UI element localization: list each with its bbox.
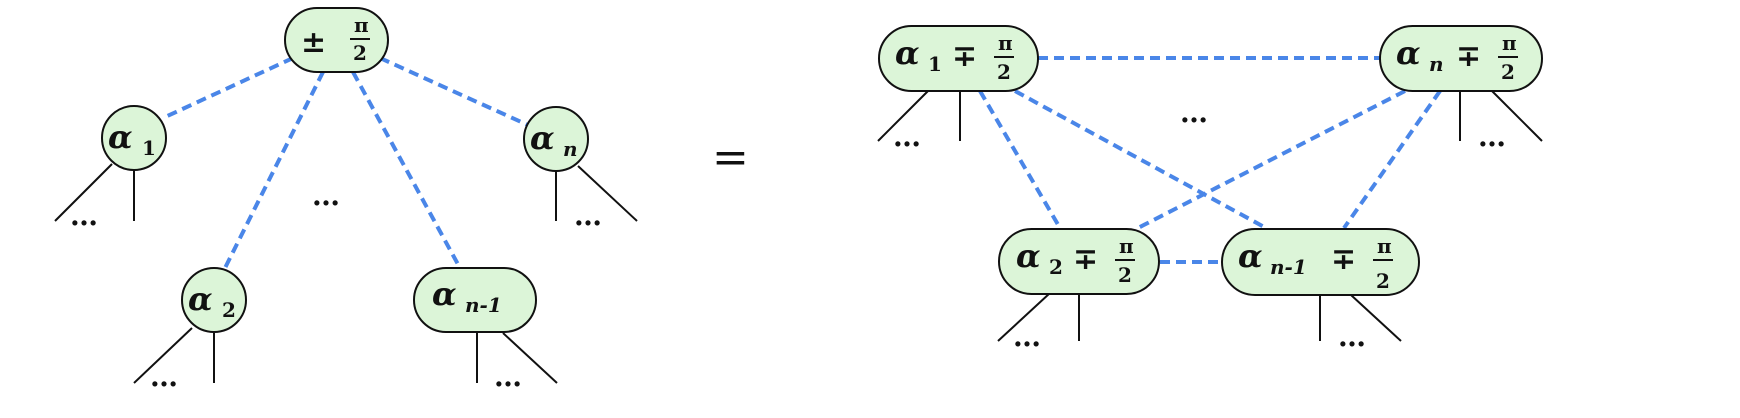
node-alpha-n-minus-1-greek: α	[432, 275, 457, 313]
edge-root-alphan1	[351, 71, 462, 269]
node-alpha-1-sub: 1	[142, 136, 156, 160]
root-numerator: π	[354, 13, 369, 37]
root-node: ± π 2	[284, 7, 389, 73]
node-alpha-1-mp-numerator: π	[998, 31, 1013, 55]
equals-sign: =	[712, 132, 749, 183]
node-alpha-2-mp-sign: ∓	[1073, 242, 1098, 277]
leaf-ellipsis-alpha-n-mp: …	[1478, 120, 1506, 153]
right-graph: α 1 ∓ π 2 α n ∓ π 2 α 2 ∓ π 2	[877, 25, 1543, 353]
node-alpha-n-minus-1: α n-1	[413, 267, 537, 333]
node-alpha-1-mp-sign: ∓	[952, 39, 977, 74]
leaf-stub-line	[1350, 294, 1402, 342]
left-tree-ellipsis: …	[312, 179, 340, 212]
node-alpha-n-minus-1-mp-sign: ∓	[1331, 242, 1356, 277]
node-alpha-2-mp-greek: α	[1016, 237, 1041, 275]
right-graph-ellipsis: …	[1180, 96, 1208, 129]
node-alpha-n-mp-denominator: 2	[1501, 60, 1515, 84]
leaf-stub-line	[1491, 90, 1543, 142]
right-graph-edges	[978, 56, 1442, 264]
edge-a1-a2	[978, 89, 1062, 230]
node-alpha-2-greek: α	[188, 280, 213, 318]
node-alpha-n: α n	[523, 106, 589, 172]
leaf-ellipsis-alpha-1: …	[70, 199, 98, 232]
node-alpha-n-minus-1-mp: α n-1 ∓ π 2	[1221, 228, 1420, 296]
node-alpha-2: α 2	[181, 267, 247, 333]
leaf-ellipsis-alpha-2: …	[150, 360, 178, 393]
leaf-stub-line	[577, 165, 638, 222]
left-tree-edges	[162, 56, 531, 269]
node-alpha-1-mp-denominator: 2	[997, 60, 1011, 84]
leaf-stub-line	[54, 163, 113, 222]
node-alpha-n-mp-numerator: π	[1502, 31, 1517, 55]
node-alpha-n-minus-1-mp-numerator: π	[1377, 234, 1392, 258]
node-alpha-n-mp: α n ∓ π 2	[1379, 25, 1543, 92]
leaf-ellipsis-alpha-n-minus-1-mp: …	[1338, 320, 1366, 353]
node-alpha-n-minus-1-sub: n-1	[465, 293, 502, 317]
root-denominator: 2	[353, 41, 367, 65]
node-alpha-n-minus-1-mp-sub: n-1	[1270, 255, 1307, 279]
leaf-ellipsis-alpha-n: …	[574, 199, 602, 232]
leaf-ellipsis-alpha-n-minus-1: …	[494, 360, 522, 393]
node-alpha-1-greek: α	[108, 118, 133, 156]
node-alpha-n-greek: α	[530, 119, 555, 157]
leaf-stub-line	[877, 90, 929, 142]
leaf-stub-line	[997, 292, 1051, 342]
edge-an-a2	[1137, 89, 1406, 230]
node-alpha-2-mp-sub: 2	[1049, 255, 1063, 279]
node-alpha-1-mp-sub: 1	[928, 52, 942, 76]
leaf-ellipsis-alpha-1-mp: …	[893, 120, 921, 153]
node-alpha-1: α 1	[101, 105, 167, 171]
node-alpha-n-minus-1-mp-denominator: 2	[1376, 269, 1390, 293]
node-alpha-1-mp-greek: α	[895, 34, 920, 72]
node-alpha-2-mp-denominator: 2	[1118, 263, 1132, 287]
node-alpha-n-mp-greek: α	[1396, 34, 1421, 72]
leaf-stub-line	[502, 332, 558, 384]
edge-an-an1	[1342, 89, 1442, 230]
left-tree: ± π 2 α 1 α n α 2 α n-1 …	[54, 7, 638, 393]
edge-a1-an1	[1014, 89, 1267, 230]
node-alpha-n-mp-sign: ∓	[1456, 39, 1481, 74]
left-tree-leaves	[54, 163, 638, 384]
leaf-ellipsis-alpha-2-mp: …	[1013, 320, 1041, 353]
edge-root-alphan	[379, 56, 531, 128]
node-alpha-n-sub: n	[563, 137, 578, 161]
right-graph-leaves	[877, 90, 1543, 342]
root-sign: ±	[301, 25, 326, 60]
node-alpha-n-minus-1-mp-greek: α	[1238, 237, 1263, 275]
node-alpha-2-mp-numerator: π	[1119, 234, 1134, 258]
node-alpha-n-mp-sub: n	[1429, 52, 1444, 76]
edge-root-alpha1	[162, 56, 294, 120]
leaf-stub-line	[133, 327, 193, 384]
node-alpha-2-sub: 2	[222, 298, 236, 322]
node-alpha-2-mp: α 2 ∓ π 2	[998, 228, 1160, 295]
edge-root-alpha2	[223, 71, 325, 269]
node-alpha-1-mp: α 1 ∓ π 2	[878, 25, 1039, 92]
